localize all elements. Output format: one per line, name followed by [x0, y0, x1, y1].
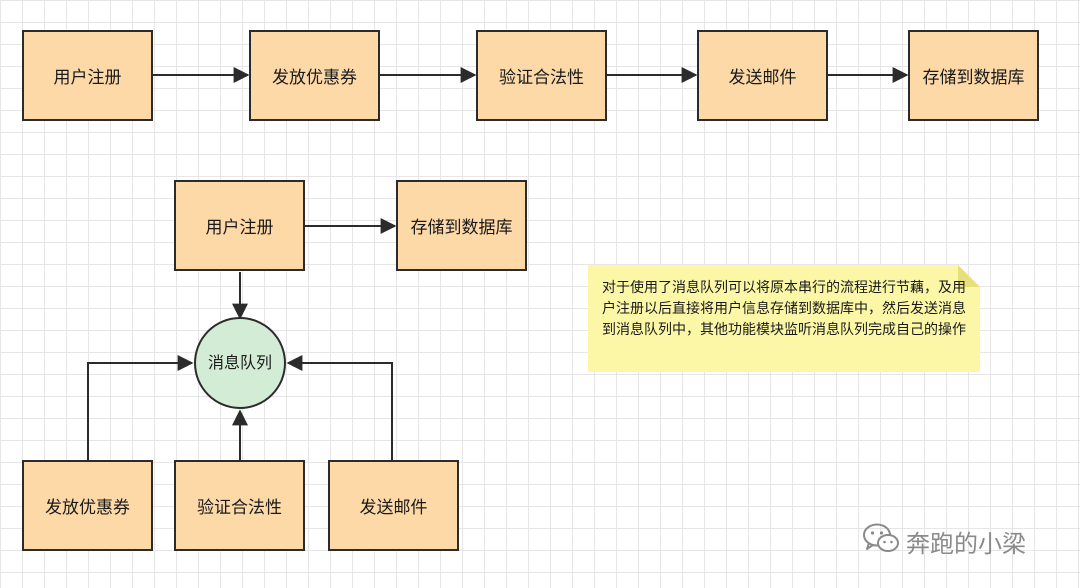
node-register-queue: 用户注册 [174, 180, 305, 271]
node-label: 用户注册 [205, 218, 274, 238]
node-store-queue: 存储到数据库 [396, 180, 527, 271]
node-label: 发放优惠券 [45, 498, 130, 518]
arrow-email-to-queue [286, 355, 393, 460]
node-label: 存储到数据库 [922, 68, 1025, 88]
node-email-queue: 发送邮件 [328, 460, 459, 551]
node-message-queue: 消息队列 [194, 317, 286, 409]
node-coupon-queue: 发放优惠券 [22, 460, 153, 551]
node-label: 发送邮件 [359, 498, 428, 518]
node-label: 消息队列 [208, 353, 273, 372]
note-shape [588, 265, 980, 372]
node-label: 发放优惠券 [272, 68, 357, 88]
node-validate-top: 验证合法性 [476, 30, 607, 121]
watermark: 奔跑的小梁 [862, 522, 1026, 560]
node-label: 存储到数据库 [410, 218, 513, 238]
note-text: 对于使用了消息队列可以将原本串行的流程进行节藕，及用户注册以后直接将用户信息存储… [602, 280, 966, 338]
node-label: 验证合法性 [499, 68, 584, 88]
explanation-note: 对于使用了消息队列可以将原本串行的流程进行节藕，及用户注册以后直接将用户信息存储… [588, 265, 980, 372]
node-label: 验证合法性 [197, 498, 282, 518]
node-label: 发送邮件 [728, 68, 797, 88]
node-email-top: 发送邮件 [697, 30, 828, 121]
node-label: 用户注册 [53, 68, 122, 88]
watermark-text: 奔跑的小梁 [906, 529, 1026, 558]
node-store-top: 存储到数据库 [908, 30, 1039, 121]
wechat-icon [862, 522, 900, 560]
node-register-top: 用户注册 [22, 30, 153, 121]
node-validate-queue: 验证合法性 [174, 460, 305, 551]
arrow-coupon-to-queue [87, 355, 194, 460]
node-coupon-top: 发放优惠券 [249, 30, 380, 121]
